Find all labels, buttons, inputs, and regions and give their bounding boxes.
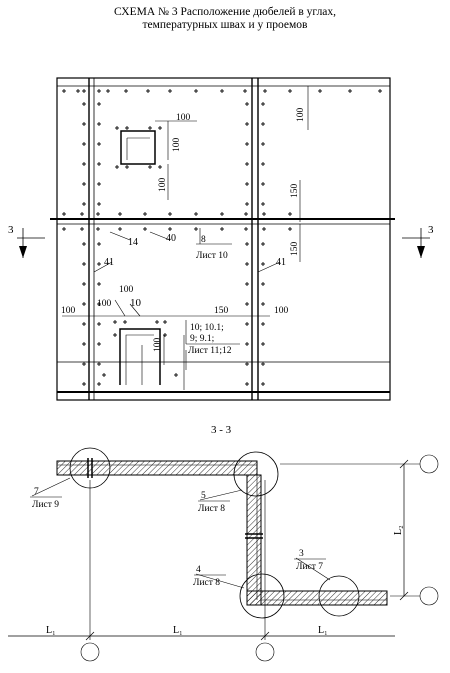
dim-L1-b: L₁ (173, 625, 183, 636)
dim-100-small: 100 (153, 338, 163, 353)
callout-41-right: 41 (276, 257, 286, 268)
dim-100-row-1: 100 (61, 306, 76, 316)
node-circle-5 (233, 451, 279, 497)
dim-100-window-h: 100 (176, 113, 191, 123)
dim-150-lower: 150 (290, 242, 300, 257)
dim-100-window-below: 100 (158, 178, 168, 193)
wall-outline (56, 77, 391, 401)
callout-41-left: 41 (104, 257, 114, 268)
section-wall-plan (56, 458, 388, 606)
node-8-sheet: Лист 10 (196, 251, 228, 261)
section-mark-left: 3 (8, 224, 45, 258)
node-8-number: 8 (201, 235, 206, 245)
dim-150-upper: 150 (290, 184, 300, 199)
section-title: 3 - 3 (211, 424, 232, 436)
dim-L1-c: L₁ (318, 625, 328, 636)
callout-40: 40 (166, 233, 176, 244)
node-7-number: 7 (34, 487, 39, 497)
dim-150-row: 150 (214, 306, 229, 316)
section-text: 7 Лист 9 5 Лист 8 4 Лист 8 3 Лист 7 L₁ L… (32, 487, 404, 636)
dim-100-row-4: 100 (274, 306, 289, 316)
nodes-multi-sheet: Лист 11;12 (188, 346, 232, 356)
node-5-sheet: Лист 8 (198, 504, 225, 514)
door-opening-lower (119, 328, 161, 385)
callout-10: 10 (130, 297, 142, 309)
section-label-left: 3 (8, 224, 14, 236)
dim-L1-a: L₁ (46, 625, 56, 636)
nodes-multi-line-2: 9; 9.1; (190, 334, 214, 344)
elevation-dimension-text: 100 100 100 100 150 150 100 100 100 150 … (61, 108, 306, 353)
axis-bubble-3 (419, 454, 439, 474)
dim-100-top-right: 100 (296, 108, 306, 123)
section-mark-right: 3 (402, 224, 434, 258)
node-4-sheet: Лист 8 (193, 578, 220, 588)
axis-bubble-4 (419, 586, 439, 606)
node-4-number: 4 (196, 565, 201, 575)
title-line-1: СХЕМА № 3 Расположение дюбелей в углах, (113, 6, 337, 18)
section-callout-leaders (30, 477, 331, 589)
drawing-title: СХЕМА № 3 Расположение дюбелей в углах, … (0, 6, 450, 32)
elevation-dimension-lines (62, 86, 309, 370)
section-label-right: 3 (428, 224, 434, 236)
callout-14: 14 (128, 237, 138, 248)
dim-100-row-3: 100 (119, 285, 134, 295)
section-dimension-lines (8, 459, 409, 641)
node-7-sheet: Лист 9 (32, 500, 59, 510)
axis-bubble-1 (80, 642, 100, 662)
node-3-number: 3 (299, 549, 304, 559)
node-5-number: 5 (201, 491, 206, 501)
dim-100-row-2: 100 (97, 299, 112, 309)
axis-bubble-2 (255, 642, 275, 662)
elevation-callouts: 14 40 41 41 10 8 Лист 10 10; 10.1; 9; 9.… (104, 233, 286, 356)
window-opening-upper (120, 130, 156, 165)
elevation-drawing (50, 77, 395, 401)
dim-100-window-v: 100 (172, 138, 182, 153)
grid-axes (80, 454, 439, 662)
node-circle-4 (239, 573, 285, 619)
nodes-multi-line-1: 10; 10.1; (190, 323, 224, 333)
node-3-sheet: Лист 7 (296, 562, 323, 572)
node-circle-3 (318, 575, 360, 617)
title-line-2: температурных швах и у проемов (142, 19, 308, 31)
dim-L2: L₂ (393, 525, 404, 535)
dowel-markers (62, 89, 382, 386)
